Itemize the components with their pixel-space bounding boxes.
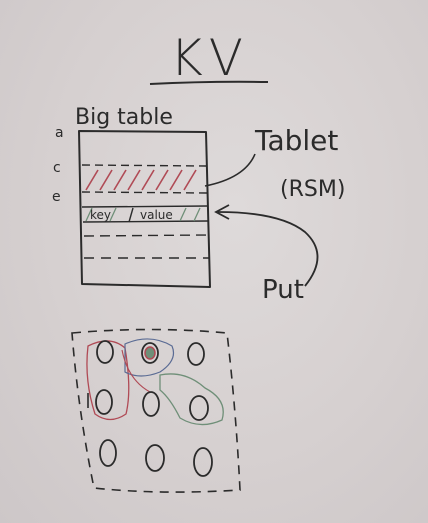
server-node bbox=[99, 439, 117, 467]
server-node bbox=[141, 342, 159, 364]
title-text: KV bbox=[170, 29, 249, 87]
cell-value: value bbox=[140, 208, 173, 222]
big-table-outline bbox=[78, 130, 211, 288]
tablet-hatching bbox=[85, 169, 197, 191]
server-node bbox=[142, 391, 160, 417]
put-row-hatching bbox=[85, 207, 201, 222]
tablet-note: (RSM) bbox=[280, 177, 345, 202]
server-node bbox=[193, 447, 213, 477]
title-underline bbox=[149, 80, 269, 85]
table-row-lines bbox=[81, 164, 209, 259]
put-label: Put bbox=[262, 275, 304, 305]
server-nodes bbox=[95, 340, 213, 477]
replica-group-green bbox=[159, 373, 224, 426]
row-marker-a: a bbox=[55, 125, 64, 141]
row-marker-c: c bbox=[53, 160, 61, 176]
row-marker-e: e bbox=[52, 189, 61, 205]
cell-key: key bbox=[90, 208, 111, 222]
leader-node-marker bbox=[144, 346, 156, 360]
tablet-pointer-line bbox=[204, 153, 256, 187]
server-node bbox=[95, 389, 113, 415]
server-node bbox=[96, 340, 114, 364]
cell-divider bbox=[128, 207, 134, 223]
put-arrowhead bbox=[214, 204, 230, 220]
server-node bbox=[189, 395, 209, 421]
tablet-label: Tablet bbox=[254, 124, 338, 157]
put-arrow bbox=[217, 211, 319, 287]
server-cluster-box bbox=[71, 328, 241, 493]
replica-group-blue bbox=[124, 338, 175, 377]
server-node bbox=[187, 342, 205, 366]
big-table-label: Big table bbox=[75, 105, 173, 130]
replica-group-red bbox=[86, 340, 130, 421]
replica-group-red-2 bbox=[121, 349, 151, 393]
server-node bbox=[145, 444, 165, 472]
